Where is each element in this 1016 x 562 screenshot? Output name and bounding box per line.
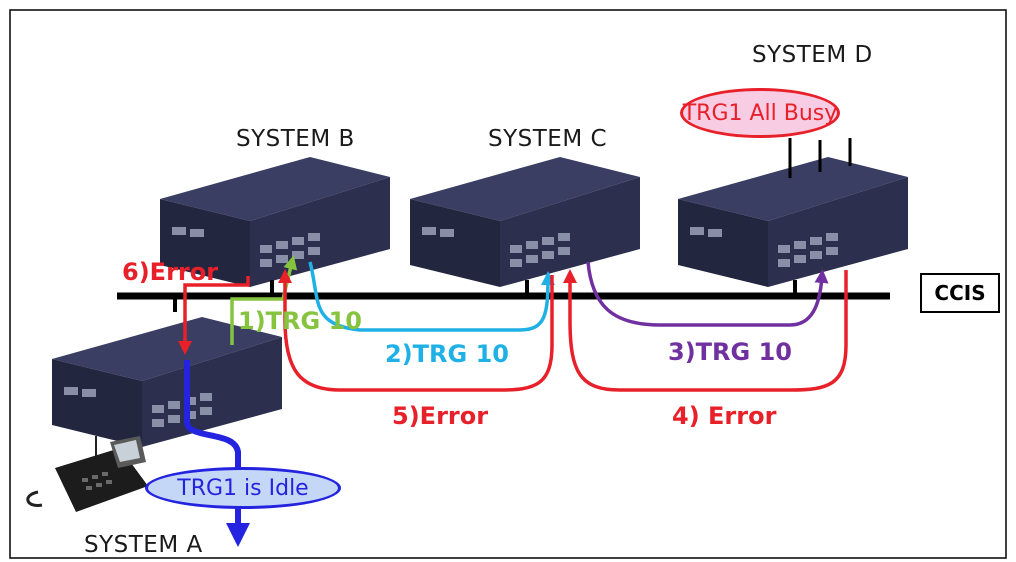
pbx-unit-a — [52, 317, 282, 447]
pbx-unit-c — [410, 157, 640, 287]
route-step3 — [586, 261, 829, 327]
ccis-network-label: CCIS — [920, 273, 1000, 313]
diagram-frame — [9, 9, 1007, 559]
system-a-label: SYSTEM A — [84, 532, 203, 558]
route-idle — [184, 360, 250, 547]
route-step4 — [563, 269, 848, 392]
system-b-label: SYSTEM B — [236, 126, 355, 152]
system-d-label: SYSTEM D — [752, 42, 873, 68]
status-all-busy-badge: TRG1 All Busy — [680, 88, 840, 138]
flow-label-step5: 5)Error — [392, 402, 489, 430]
flow-label-step2: 2)TRG 10 — [385, 340, 509, 368]
flow-label-step1: 1)TRG 10 — [238, 307, 362, 335]
pbx-unit-d — [678, 157, 908, 287]
route-step5 — [278, 269, 554, 392]
telephone-icon — [26, 436, 148, 512]
flow-label-step4: 4) Error — [672, 402, 777, 430]
route-step2 — [308, 261, 555, 332]
flow-label-step6: 6)Error — [122, 258, 219, 286]
busy-trunk-lines — [788, 138, 852, 178]
status-idle-badge: TRG1 is Idle — [145, 467, 341, 509]
flow-label-step3: 3)TRG 10 — [668, 338, 792, 366]
ccis-taps — [173, 280, 797, 312]
route-step6 — [178, 276, 250, 355]
system-c-label: SYSTEM C — [488, 126, 608, 152]
